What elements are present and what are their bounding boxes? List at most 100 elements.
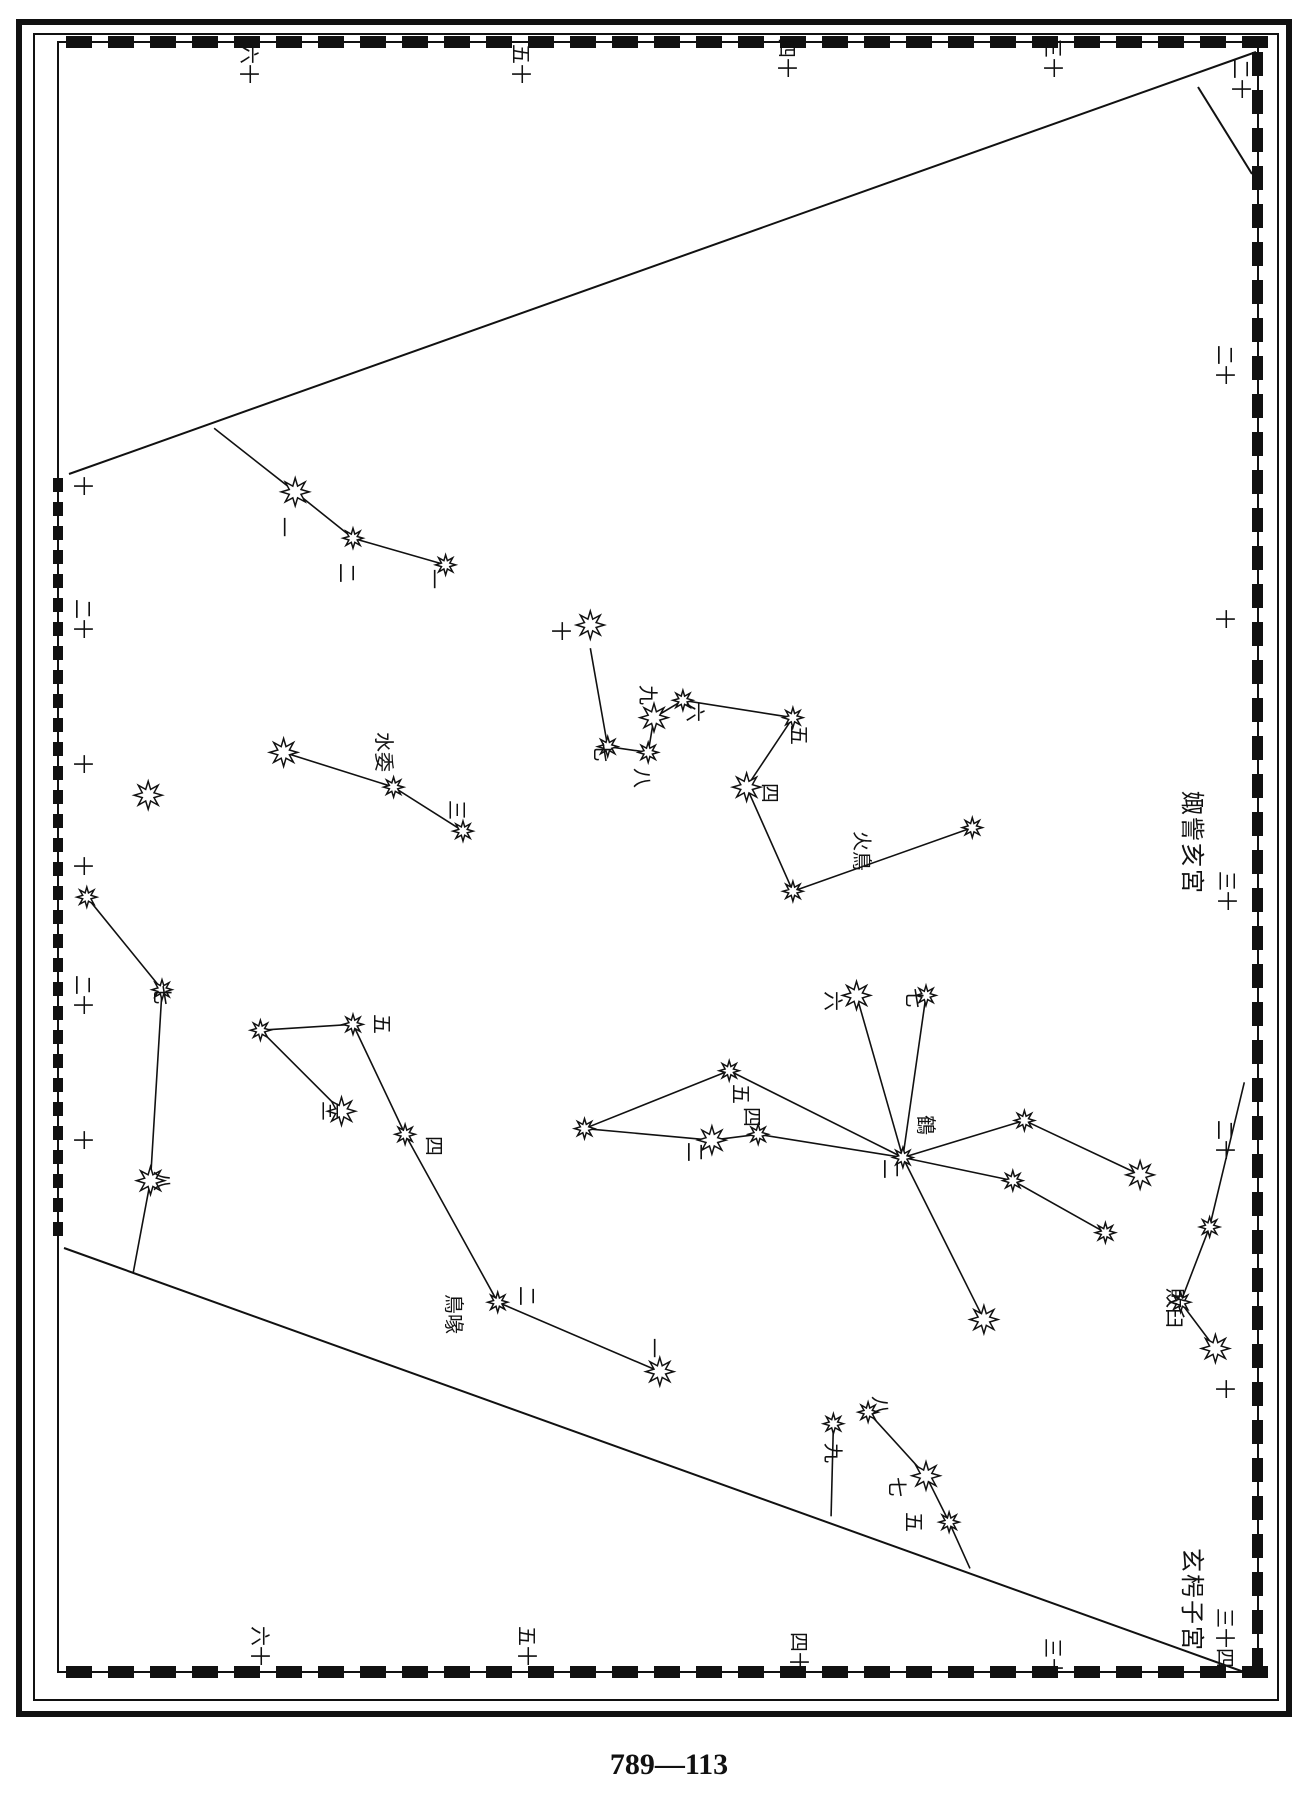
border-block	[53, 478, 63, 492]
star-marker	[1198, 1331, 1233, 1366]
border-block	[53, 958, 63, 972]
border-block	[276, 36, 302, 48]
star-number: 八	[630, 767, 655, 788]
star-marker	[1000, 1167, 1026, 1194]
border-block	[1252, 1534, 1263, 1558]
star-marker	[913, 982, 939, 1009]
border-block	[1252, 812, 1263, 836]
star-number: 四	[740, 1106, 765, 1127]
border-block	[1252, 1230, 1263, 1254]
star-marker	[637, 700, 671, 735]
border-block	[53, 838, 63, 852]
border-block	[1252, 90, 1263, 114]
border-block	[1158, 36, 1184, 48]
border-block	[53, 1078, 63, 1092]
top-scale-label: 四十	[775, 37, 800, 78]
star-number: 三	[445, 800, 470, 821]
star-number: 二	[879, 1159, 904, 1180]
border-block	[444, 1666, 470, 1678]
star-number: 七	[902, 987, 927, 1008]
star-number: 九	[636, 684, 661, 705]
border-block	[990, 36, 1016, 48]
border-block	[53, 742, 63, 756]
border-block	[1252, 736, 1263, 760]
border-block	[150, 1666, 176, 1678]
border-block	[528, 1666, 554, 1678]
border-block	[1252, 318, 1263, 342]
border-block	[192, 1666, 218, 1678]
star-number: 二	[514, 1286, 539, 1307]
border-block	[1252, 508, 1263, 532]
constellation-line	[584, 1127, 903, 1159]
star-marker	[450, 818, 476, 844]
border-block	[53, 1198, 63, 1212]
border-block	[1252, 280, 1263, 304]
border-block	[1252, 774, 1263, 798]
bottom-scale-label: 三十	[1041, 1637, 1066, 1678]
border-block	[486, 36, 512, 48]
border-block	[696, 1666, 722, 1678]
border-block	[53, 886, 63, 900]
top-scale-label: 三十	[1041, 37, 1066, 78]
star-marker	[484, 1289, 511, 1315]
star-number: 五	[902, 1512, 927, 1533]
border-block	[108, 36, 134, 48]
constellation-line	[1179, 1082, 1246, 1349]
star-number: 五	[728, 1083, 753, 1104]
border-block	[570, 36, 596, 48]
border-block	[1116, 36, 1142, 48]
border-block	[66, 1666, 92, 1678]
constellation-name: 敗臼	[1162, 1287, 1187, 1328]
constellation-line	[86, 896, 163, 1274]
border-block	[53, 646, 63, 660]
border-block	[53, 1174, 63, 1188]
border-block	[53, 1150, 63, 1164]
border-block	[612, 36, 638, 48]
left-scale-label: 二十	[71, 599, 96, 640]
star-number: 四	[422, 1135, 447, 1156]
star-marker	[890, 1144, 916, 1171]
left-scale-label: 十	[71, 1130, 96, 1151]
constellation-name: 鳥喙	[441, 1293, 466, 1334]
star-marker	[131, 778, 165, 812]
border-block	[1252, 926, 1263, 950]
border-block	[360, 36, 386, 48]
star-marker	[716, 1058, 742, 1084]
border-block	[1252, 850, 1263, 874]
zodiac-house-label: 娵訾亥宮	[1178, 790, 1207, 895]
top-scale-label: 六十	[236, 43, 261, 84]
top-scale-label: 二十	[1228, 58, 1253, 99]
border-block	[402, 1666, 428, 1678]
border-block	[1252, 1116, 1263, 1140]
star-marker	[936, 1509, 962, 1535]
border-block	[53, 766, 63, 780]
border-block	[360, 1666, 386, 1678]
border-block	[53, 694, 63, 708]
left-scale-label: 十	[71, 476, 96, 497]
star-number: 四	[757, 782, 782, 803]
border-block	[1252, 888, 1263, 912]
star-marker	[909, 1459, 943, 1493]
border-block	[528, 36, 554, 48]
border-block	[1252, 584, 1263, 608]
star-marker	[839, 978, 874, 1012]
star-marker	[1123, 1158, 1157, 1192]
star-marker	[1092, 1219, 1118, 1246]
border-block	[1252, 204, 1263, 228]
star-marker	[340, 1011, 366, 1038]
star-marker	[340, 525, 366, 551]
border-block	[444, 36, 470, 48]
border-block	[1158, 1666, 1184, 1678]
border-block	[570, 1666, 596, 1678]
border-block	[53, 598, 63, 612]
border-block	[53, 982, 63, 996]
border-block	[864, 1666, 890, 1678]
border-block	[1074, 1666, 1100, 1678]
border-block	[234, 1666, 260, 1678]
border-block	[53, 670, 63, 684]
border-block	[53, 1102, 63, 1116]
border-block	[1252, 1306, 1263, 1330]
border-block	[1252, 1344, 1263, 1368]
star-marker	[595, 733, 621, 760]
